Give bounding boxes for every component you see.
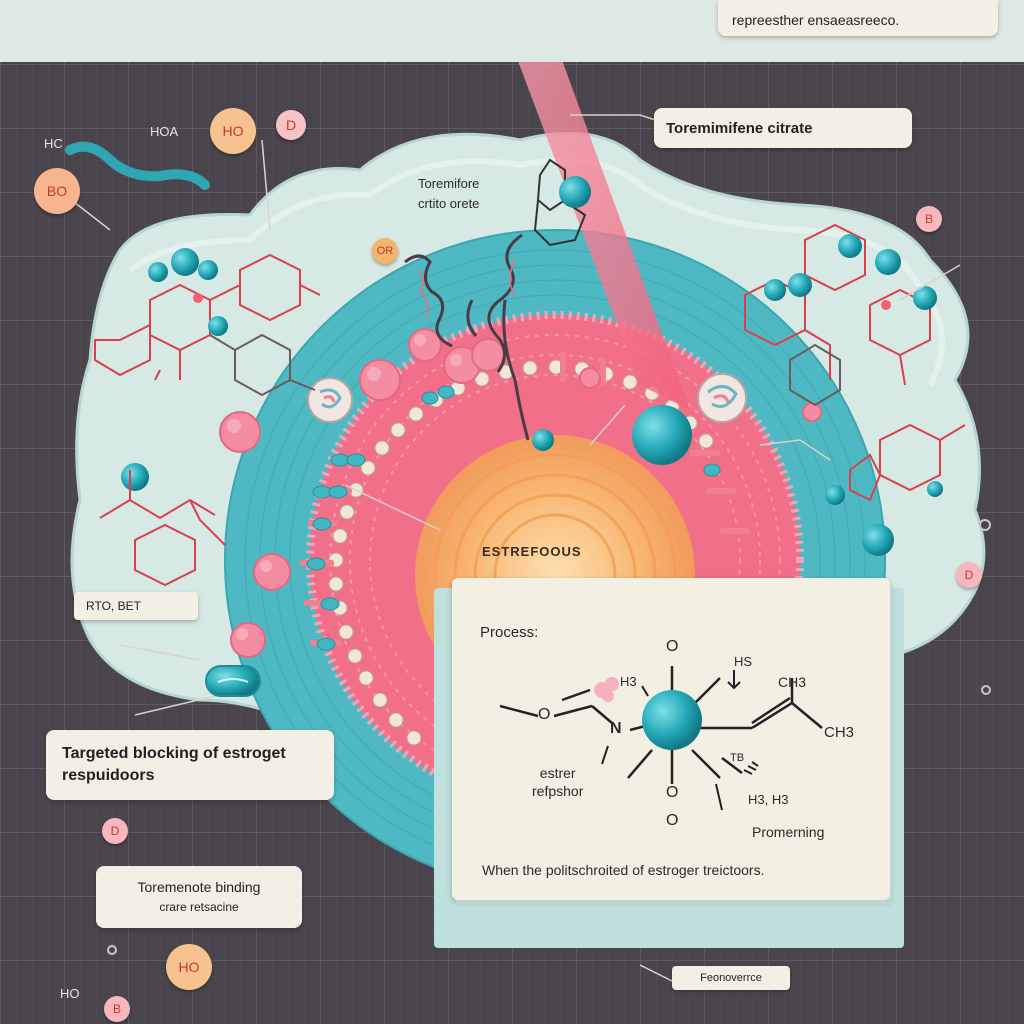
process-o-left: O <box>538 706 551 723</box>
targeted-blocking-box: Targeted blocking of estroget respuidoor… <box>46 730 334 800</box>
process-o-bottom1: O <box>666 784 679 801</box>
ho-bottom-chip: HO <box>166 944 212 990</box>
b-right2-chip: D <box>956 562 982 588</box>
process-n: N <box>610 720 622 737</box>
toremifore-label: Toremifore crtito orete <box>418 174 479 214</box>
hc-label: HC <box>44 136 63 151</box>
bo-left-chip: BO <box>34 168 80 214</box>
toremifore-line2: crtito orete <box>418 196 480 211</box>
top-note: repreesther ensaeasreeco. <box>718 0 998 36</box>
or-chip: OR <box>372 238 398 264</box>
toremifene-molecule <box>632 405 692 465</box>
rtos-bet-box: RTO, BET <box>74 592 198 620</box>
peptide-chains <box>404 233 530 441</box>
feonovenrce-pill: Feonoverrce <box>672 966 790 990</box>
hoa-label: HOA <box>150 124 179 139</box>
toremenote-binding-box: Toremenote binding crare retsacine <box>96 866 302 928</box>
process-tb: TB <box>730 752 745 764</box>
targeted-line2: respuidoors <box>62 767 155 784</box>
process-h3: H3 <box>620 674 637 689</box>
teal-squiggle <box>65 141 210 190</box>
b-left-chip: D <box>102 818 128 844</box>
esterfoous-label: ESTREFOOUS <box>482 544 582 559</box>
toremimifene-citrate-label: Toremimifene citrate <box>666 119 813 137</box>
toremenote-line2: crare retsacine <box>159 900 239 914</box>
process-structure <box>499 666 823 811</box>
process-ch3-right: CH3 <box>824 724 855 741</box>
process-promerning: Promerning <box>752 824 825 840</box>
process-estrer-line2: refpshor <box>532 783 584 799</box>
targeting-beam <box>495 0 690 410</box>
bead-ring <box>328 359 714 746</box>
process-estrer: estrer refpshor <box>532 764 583 800</box>
process-ch3-top: CH3 <box>778 674 807 690</box>
b-bottom-chip: B <box>104 996 130 1022</box>
process-o-bottom2: O <box>666 812 679 829</box>
process-panel: Process: O O N H3 HS CH3 CH3 TB O O estr… <box>452 578 890 900</box>
ho-bottom-label: HO <box>60 986 80 1001</box>
process-footer: When the politschroited of estroger trei… <box>482 862 765 878</box>
b-top-chip: D <box>276 110 306 140</box>
binding-sites <box>307 373 747 423</box>
process-hs: HS <box>734 654 753 669</box>
rtos-bet-label: RTO, BET <box>86 599 141 613</box>
process-o-top: O <box>666 638 679 655</box>
feonovenrce-label: Feonoverrce <box>700 972 762 984</box>
process-estrer-line1: estrer <box>539 765 576 781</box>
targeted-line1: Targeted blocking of estroget <box>62 745 286 762</box>
process-title: Process: <box>480 624 539 641</box>
b-right-chip: B <box>916 206 942 232</box>
process-h3h3: H3, H3 <box>748 792 789 807</box>
ho-top-chip: HO <box>210 108 256 154</box>
teal-capsule <box>205 665 261 697</box>
toremenote-line1: Toremenote binding <box>137 879 261 895</box>
toremifore-line1: Toremifore <box>418 176 480 191</box>
toremimifene-citrate-box: Toremimifene citrate <box>654 108 912 148</box>
